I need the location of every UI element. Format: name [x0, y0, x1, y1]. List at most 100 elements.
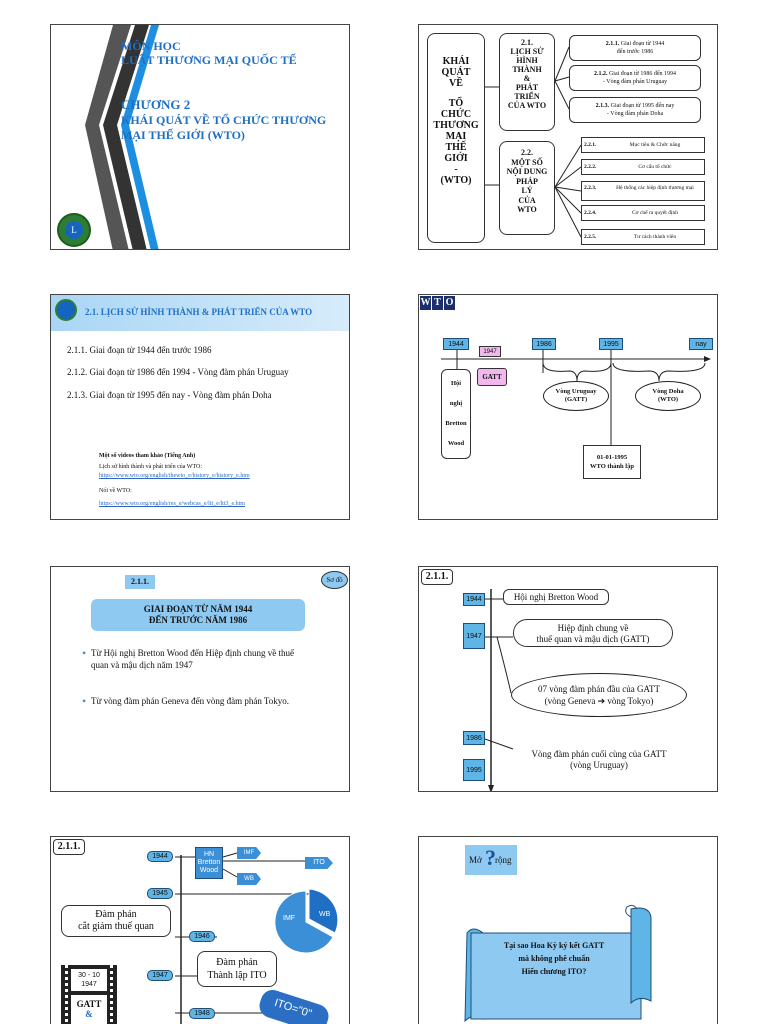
tariff-negotiation-box: Đàm phán cắt giảm thuế quan	[61, 905, 171, 937]
bretton-l1: HN	[203, 851, 215, 858]
bullet-1-line2: quan và mậu dịch năm 1947	[91, 660, 193, 670]
first-rounds-line1: 07 vòng đàm phán đầu của GATT	[538, 684, 660, 694]
leaf-line2: - Vòng đàm phán Uruguay	[602, 79, 668, 85]
bretton-wood-line: Bretton	[445, 420, 467, 427]
slide-bretton-ito[interactable]: 2.1.1. 1944 1945 1946 1947 1948 HN Brett…	[50, 836, 350, 1024]
bretton-wood-node: HN Bretton Wood	[195, 847, 223, 879]
slide-period-1944[interactable]: 2.1.1. Sơ đồ GIAI ĐOẠN TỪ NĂM 1944 ĐẾN T…	[50, 566, 350, 792]
ito-zero-label: ITO="0"	[272, 996, 314, 1021]
root-node-line: KHÁI	[442, 56, 470, 67]
doha-sub: (WTO)	[657, 396, 679, 403]
ito-negotiation-box: Đàm phán Thành lập ITO	[197, 951, 277, 987]
year-1995: 1995	[599, 338, 623, 350]
branch-2-1-line: TRIỂN	[514, 92, 540, 101]
reference-1-link[interactable]: https://www.wto.org/english/thewto_e/his…	[99, 473, 250, 479]
leaf-text: Cơ cấu tổ chức	[638, 164, 672, 170]
wto-established-label: WTO thành lập	[590, 463, 634, 470]
doha-label: Vòng Doha	[652, 388, 684, 395]
film-gatt: GATT	[76, 999, 102, 1009]
year-1948: 1948	[189, 1008, 215, 1019]
chapter-label: CHƯƠNG 2	[121, 97, 191, 112]
branch-2-1-line: 2.1.	[521, 38, 533, 47]
tariff-l2: cắt giảm thuế quan	[78, 921, 154, 932]
bretton-wood-line: Hội	[450, 380, 462, 387]
year-1947: 1947	[147, 970, 173, 981]
film-date-l2: 1947	[81, 981, 97, 988]
leaf-node-2-2-3: 2.2.3.Hệ thống các hiệp định thương mại	[581, 181, 705, 201]
slide-gatt-timeline[interactable]: 2.1.1. 1944 1947 1986 1995 Hội nghị Bret…	[418, 566, 718, 792]
root-node-line: TỔ	[448, 98, 464, 109]
slide-title[interactable]: L MÔN HỌC LUẬT THƯƠNG MẠI QUỐC TẾ CHƯƠNG…	[50, 24, 350, 250]
leaf-line1: 2.1.1. Giai đoạn từ 1944	[605, 41, 665, 47]
header-bar	[51, 295, 349, 331]
wto-logo-o: O	[444, 296, 455, 310]
uruguay-label: Vòng Uruguay	[555, 388, 597, 395]
branch-2-2-line: NỘI DUNG	[506, 167, 548, 176]
branch-2-1-line: HÌNH	[516, 56, 538, 65]
reference-2-label: Nói về WTO:	[99, 488, 132, 494]
course-name: LUẬT THƯƠNG MẠI QUỐC TẾ	[121, 53, 297, 67]
bretton-wood-line: nghị	[449, 400, 463, 407]
leaf-node-2-1-3: 2.1.3. Giai đoạn từ 1995 đến nay - Vòng đ…	[569, 97, 701, 123]
leaf-number: 2.1.3.	[595, 103, 611, 109]
leaf-text: Hệ thống các hiệp định thương mại	[616, 185, 694, 191]
outline-item-3: 2.1.3. Giai đoạn từ 1995 đến nay - Vòng …	[67, 390, 272, 400]
root-node-line: CHỨC	[440, 109, 472, 120]
leaf-line2: - Vòng đàm phán Doha	[606, 111, 664, 117]
header-logo	[55, 299, 77, 321]
reference-2-link[interactable]: https://www.wto.org/english/res_e/webcas…	[99, 501, 245, 507]
year-1944: 1944	[443, 338, 469, 350]
slide-history-outline[interactable]: 2.1. LỊCH SỬ HÌNH THÀNH & PHÁT TRIỂN CỦA…	[50, 294, 350, 520]
period-banner-line1: GIAI ĐOẠN TỪ NĂM 1944	[143, 604, 253, 614]
imf-wb-pie	[274, 889, 339, 954]
uruguay-ellipse: Vòng Uruguay (GATT)	[543, 381, 609, 411]
chapter-title-line1: KHÁI QUÁT VỀ TỔ CHỨC THƯƠNG	[121, 113, 327, 127]
first-rounds-start: (vòng Geneva	[544, 696, 596, 706]
reference-title: Một số videos tham khảo (Tiếng Anh)	[99, 453, 196, 459]
branch-2-1-line: LỊCH SỬ	[510, 47, 544, 56]
film-frame-date: 30 - 10 1947	[71, 969, 107, 991]
uruguay-sub: (GATT)	[564, 396, 588, 403]
leaf-node-2-2-1: 2.2.1. Mục tiêu & Chức năng	[581, 137, 705, 153]
wto-logo-t: T	[432, 296, 443, 310]
leaf-line1: 2.1.3. Giai đoạn từ 1995 đến nay	[595, 103, 675, 109]
doha-ellipse: Vòng Doha (WTO)	[635, 381, 701, 411]
chapter-title-line2: MẠI THẾ GIỚI (WTO)	[121, 128, 245, 142]
pie-imf-label: IMF	[283, 915, 296, 922]
year-1944: 1944	[147, 851, 173, 862]
reference-1-label: Lịch sử hình thành và phát triển của WTO…	[99, 464, 203, 470]
slide-extension-question[interactable]: Mở ? rộng Tại sao Hoa Kỳ ký kết GATT mà …	[418, 836, 718, 1024]
root-node-line: THẾ	[445, 142, 467, 153]
diagram-link-badge[interactable]: Sơ đồ	[321, 571, 348, 589]
vertical-axis	[484, 589, 514, 791]
leaf-text: Cơ chế ra quyết định	[632, 210, 678, 216]
branch-2-1-line: PHÁT	[515, 83, 539, 92]
section-tag: 2.1.1.	[421, 569, 453, 585]
leaf-text: Mục tiêu & Chức năng	[629, 142, 681, 148]
leaf-number: 2.1.1.	[605, 41, 621, 47]
tariff-l1: Đàm phán	[95, 909, 137, 920]
scroll-shape	[464, 904, 652, 1023]
year-1945: 1945	[147, 888, 173, 899]
film-date-l1: 30 - 10	[78, 972, 100, 979]
leaf-number: 2.2.2.	[584, 164, 597, 170]
question-line2: mà không phê chuẩn	[518, 954, 590, 963]
logo-seal: L	[57, 213, 91, 247]
extension-mo: Mở	[469, 855, 482, 865]
outline-item-2: 2.1.2. Giai đoạn từ 1986 đến 1994 - Vòng…	[67, 367, 289, 377]
leaf-number: 2.2.1.	[584, 142, 597, 148]
bullet-2-text: Từ vòng đàm phán Geneva đến vòng đàm phá…	[91, 696, 290, 706]
wto-logo: W T O	[420, 296, 455, 310]
bullet-bretton-to-gatt: Từ Hội nghị Bretton Wood đến Hiệp định c…	[82, 647, 341, 671]
root-node-line: -	[454, 164, 458, 175]
first-rounds-end: vòng Tokyo	[607, 696, 651, 706]
year-1947: 1947	[463, 623, 485, 649]
bullet-1-line1: Từ Hội nghị Bretton Wood đến Hiệp định c…	[91, 648, 294, 658]
year-1986: 1986	[463, 731, 485, 745]
leaf-number: 2.2.4.	[584, 210, 597, 216]
